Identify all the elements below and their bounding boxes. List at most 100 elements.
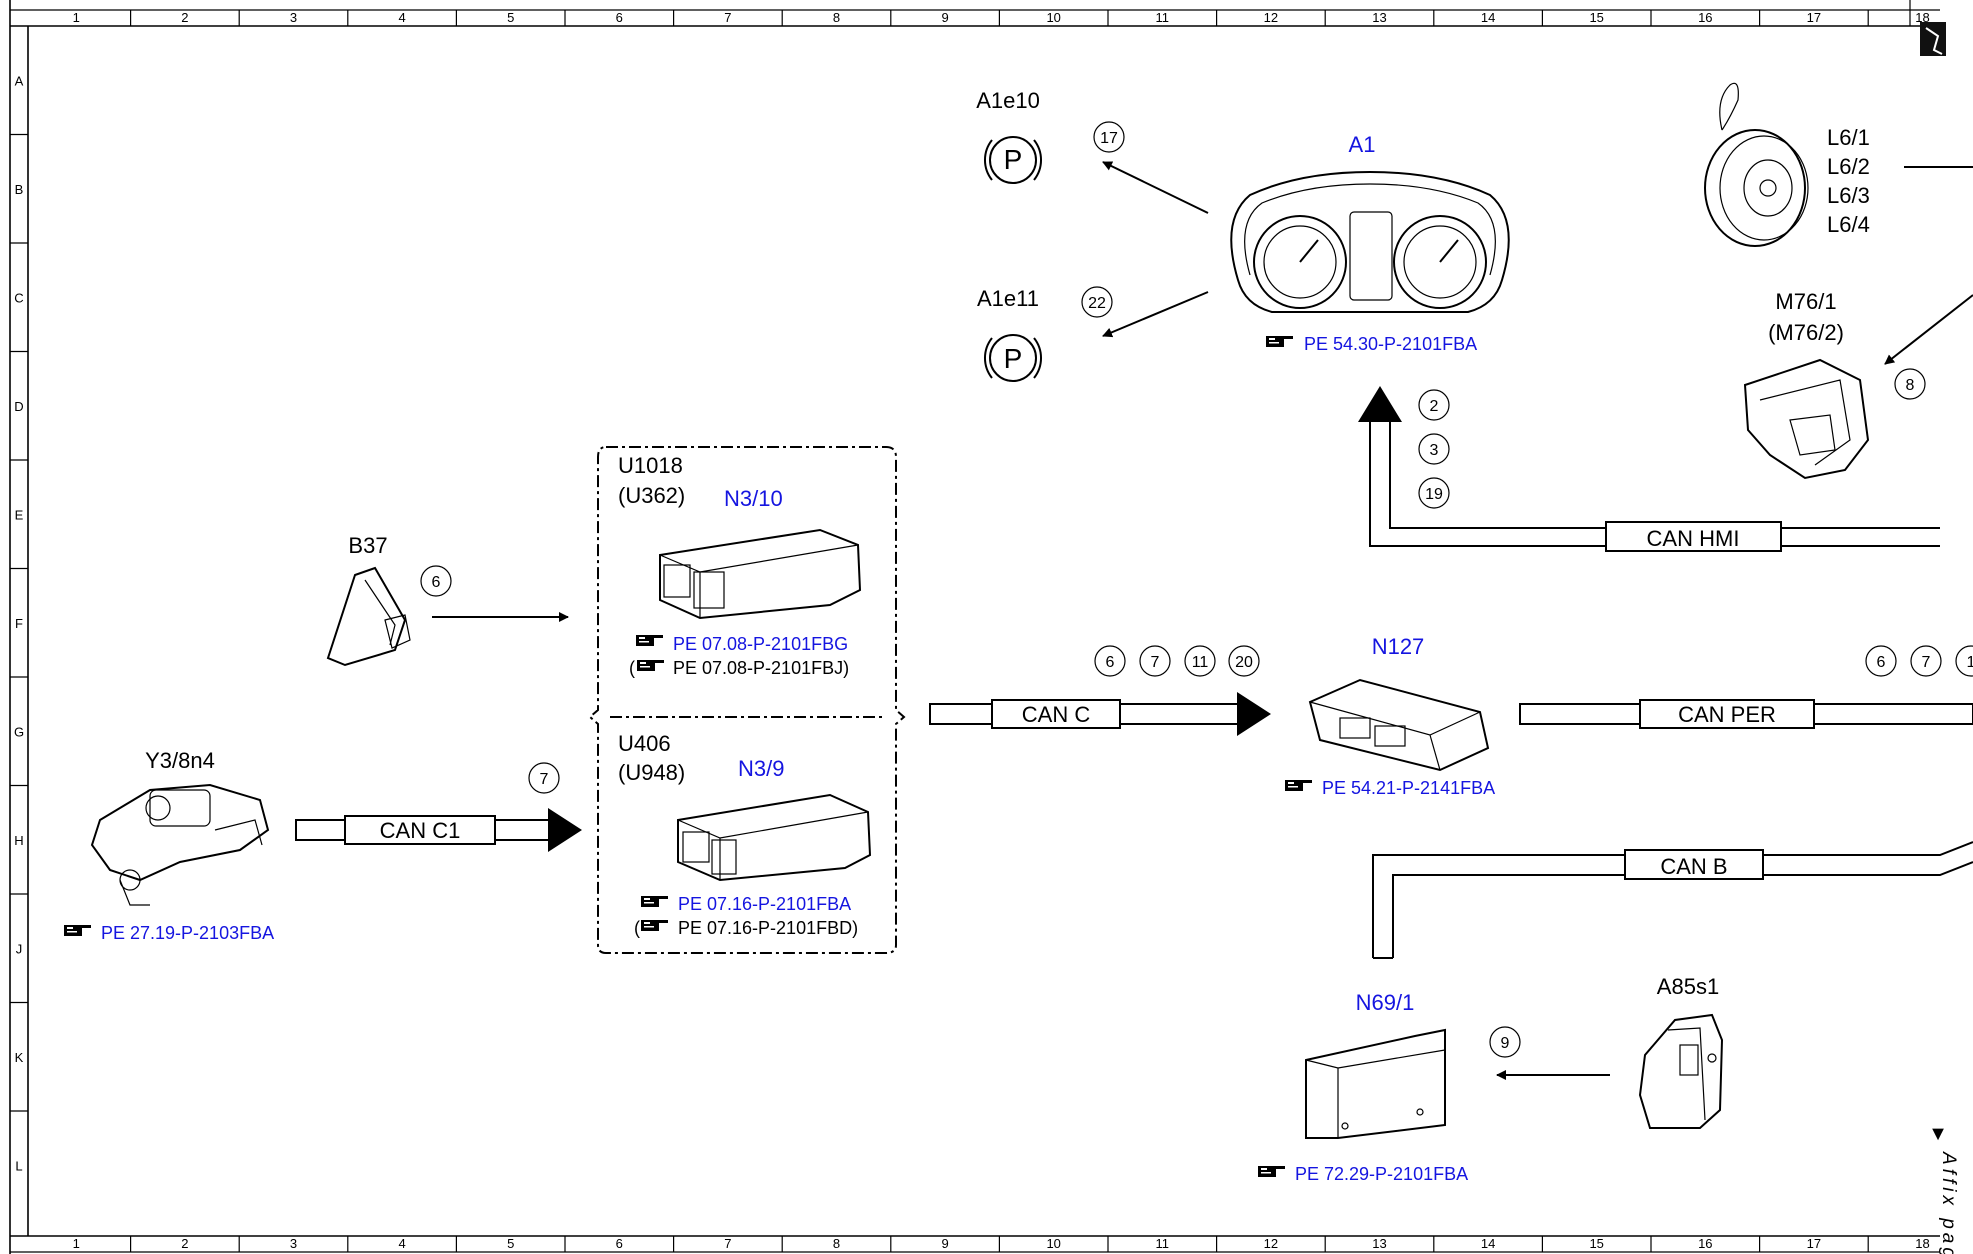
grid-row-G: G (14, 724, 24, 739)
ref-a1: PE 54.30-P-2101FBA (1304, 334, 1477, 354)
label-a1: A1 (1349, 132, 1376, 157)
grid-col-bottom-10: 10 (1046, 1236, 1060, 1251)
signal-7-y3: 7 (528, 762, 560, 794)
grid-row-J: J (16, 941, 23, 956)
door-control-n69-1: N69/1 PE 72.29-P-2101FBA (1258, 990, 1468, 1184)
grid-row-L: L (15, 1158, 22, 1173)
svg-text:9: 9 (1501, 1035, 1510, 1052)
drawing-frame (9, 0, 1946, 1254)
label-l6-4: L6/4 (1827, 212, 1870, 237)
grid-col-bottom-13: 13 (1372, 1236, 1386, 1251)
wheel-speed-sensors-l6: L6/1 L6/2 L6/3 L6/4 (1704, 82, 1973, 247)
svg-text:22: 22 (1088, 295, 1106, 312)
grid-col-bottom-2: 2 (181, 1236, 188, 1251)
grid-col-bottom-12: 12 (1264, 1236, 1278, 1251)
svg-text:20: 20 (1235, 654, 1253, 671)
label-u948: (U948) (618, 760, 685, 785)
label-u406: U406 (618, 731, 671, 756)
svg-text:19: 19 (1425, 486, 1443, 503)
ref-n3-10-alt: PE 07.08-P-2101FBJ) (673, 658, 849, 678)
grid-col-bottom-1: 1 (73, 1236, 80, 1251)
ecu-n3-10-image (659, 528, 862, 620)
signal-9: 9 (1489, 1026, 1521, 1058)
svg-text:3: 3 (1430, 442, 1439, 459)
affix-marker: ▼ (1928, 1123, 1948, 1145)
ref-n3-9: PE 07.16-P-2101FBA (678, 894, 851, 914)
label-a1e11: A1e11 (977, 286, 1039, 311)
instrument-cluster-a1: A1 PE 54.30-P-2101FBA (1230, 132, 1510, 354)
signal-6-per: 6 (1877, 654, 1886, 671)
ref-n3-9-open-paren: ( (634, 918, 640, 938)
grid-col-bottom-15: 15 (1589, 1236, 1603, 1251)
signal-22: 22 (1081, 286, 1113, 318)
arrow-to-a1e10 (1102, 161, 1209, 214)
grid-col-bottom-16: 16 (1698, 1236, 1712, 1251)
ref-y3-8n4: PE 27.19-P-2103FBA (101, 923, 274, 943)
grid-col-bottom-17: 17 (1807, 1236, 1821, 1251)
powertrain-control-n127: N127 PE 54.21-P-2141FBA (1285, 634, 1495, 798)
grid-col-top-6: 6 (616, 10, 623, 25)
label-l6-3: L6/3 (1827, 183, 1870, 208)
arrow-to-a1e11 (1102, 291, 1209, 338)
svg-text:17: 17 (1100, 130, 1118, 147)
signal-19: 19 (1418, 477, 1450, 509)
ref-n3-10-open-paren: ( (629, 658, 635, 678)
label-l6-1: L6/1 (1827, 125, 1870, 150)
grid-col-bottom-18: 18 (1915, 1236, 1929, 1251)
grid-col-top-8: 8 (833, 10, 840, 25)
label-can-b: CAN B (1660, 854, 1727, 879)
label-n69-1: N69/1 (1356, 990, 1415, 1015)
grid-col-bottom-4: 4 (398, 1236, 405, 1251)
grid-col-top-9: 9 (941, 10, 948, 25)
label-a85s1: A85s1 (1657, 974, 1719, 999)
label-can-hmi: CAN HMI (1647, 526, 1740, 551)
signals-can-c: 6 7 11 20 (1094, 645, 1260, 677)
bus-can-hmi: CAN HMI (1358, 386, 1940, 552)
ref-n69-1: PE 72.29-P-2101FBA (1295, 1164, 1468, 1184)
label-n127: N127 (1372, 634, 1425, 659)
grid-row-F: F (15, 616, 23, 631)
label-l6-2: L6/2 (1827, 154, 1870, 179)
signal-7-per: 7 (1922, 654, 1931, 671)
grid-col-top-10: 10 (1046, 10, 1060, 25)
signal-8: 8 (1906, 377, 1915, 394)
label-b37: B37 (348, 533, 387, 558)
grid-col-top-15: 15 (1589, 10, 1603, 25)
grid-col-bottom-14: 14 (1481, 1236, 1495, 1251)
grid-col-top-3: 3 (290, 10, 297, 25)
grid-col-bottom-11: 11 (1156, 1236, 1170, 1251)
signal-1-per: 1 (1967, 654, 1973, 671)
indicator-a1e11: A1e11 P (977, 286, 1043, 382)
signal-2: 2 (1418, 389, 1450, 421)
grid-row-H: H (14, 833, 23, 848)
parking-brake-actuator-m76: M76/1 (M76/2) 8 (1743, 289, 1973, 480)
svg-text:11: 11 (1192, 654, 1209, 671)
label-n3-9: N3/9 (738, 756, 784, 781)
grid-col-top-7: 7 (724, 10, 731, 25)
label-u1018: U1018 (618, 453, 683, 478)
grid-col-top-14: 14 (1481, 10, 1495, 25)
ecu-n3-9-image (677, 793, 872, 882)
label-can-c: CAN C (1022, 702, 1091, 727)
label-a1e10: A1e10 (976, 88, 1040, 113)
grid-col-top-12: 12 (1264, 10, 1278, 25)
grid-col-bottom-5: 5 (507, 1236, 514, 1251)
grid-col-bottom-3: 3 (290, 1236, 297, 1251)
svg-text:2: 2 (1430, 398, 1439, 415)
signal-6-b37: 6 (432, 574, 441, 591)
grid-row-C: C (14, 290, 23, 305)
bus-can-b: CAN B (1372, 841, 1973, 959)
grid-col-top-1: 1 (73, 10, 80, 25)
grid-col-top-13: 13 (1372, 10, 1386, 25)
label-y3-8n4: Y3/8n4 (145, 748, 215, 773)
grid-col-top-17: 17 (1807, 10, 1821, 25)
svg-text:7: 7 (1151, 654, 1160, 671)
grid-col-top-16: 16 (1698, 10, 1712, 25)
grid-col-top-11: 11 (1156, 10, 1170, 25)
grid-row-A: A (15, 73, 24, 88)
grid-col-top-2: 2 (181, 10, 188, 25)
